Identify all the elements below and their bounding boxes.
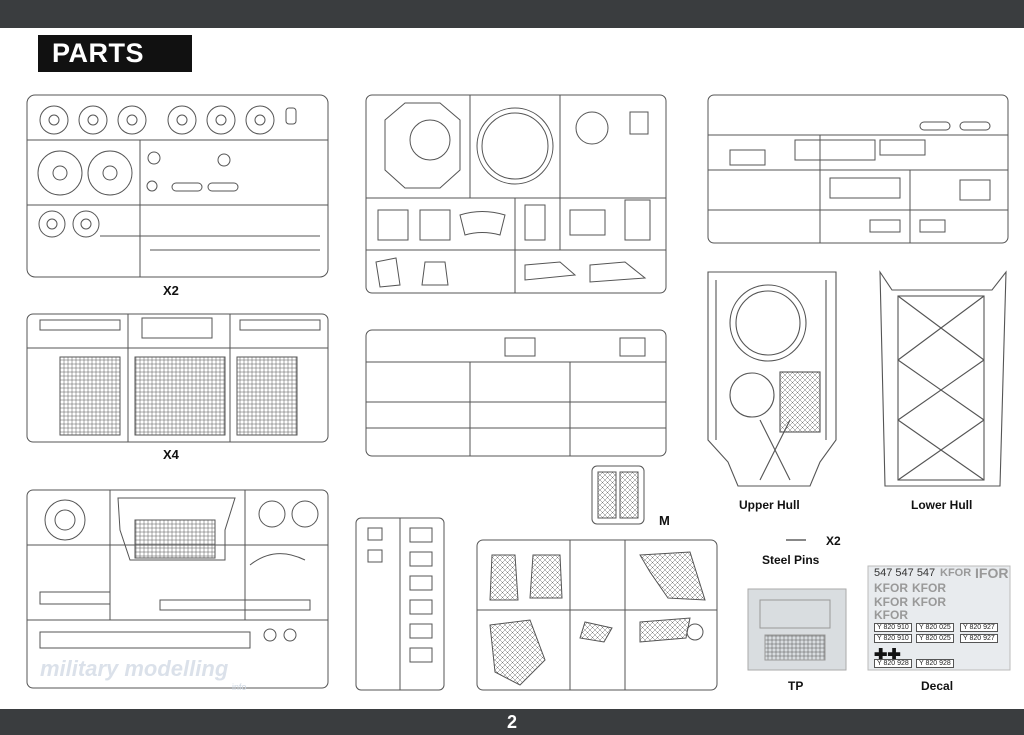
sprue-m-label: M [659,513,670,528]
steel-pins-qty: X2 [826,534,841,548]
watermark-sub: info [232,682,247,692]
decal-numbers: 547 547 547 [874,567,936,579]
decal-plate-3: Y 820 927 [960,623,998,632]
qty-label-wheels: X2 [163,283,179,298]
decal-kfor-4: KFOR [874,595,908,609]
sprue-track-links [26,313,329,443]
decal-plate-1: Y 820 910 [874,623,912,632]
lower-hull-label: Lower Hull [911,498,973,512]
decal-plate-2: Y 820 025 [916,623,954,632]
decal-kfor-5: KFOR [912,595,946,609]
sprue-detail-parts [365,329,667,457]
sprue-m [591,465,645,525]
top-bar [0,0,1024,28]
watermark-text: military modelling [40,656,229,681]
bottom-bar [0,709,1024,735]
decal-ifor: IFOR [975,565,1009,581]
decal-plate-4: Y 820 910 [874,634,912,643]
decal-kfor-1: KFOR [940,567,972,579]
sprue-turret [365,94,667,294]
decal-label: Decal [921,679,954,693]
sprue-figures [476,539,718,691]
decal-sheet [867,565,1011,671]
decal-plate-8: Y 820 928 [916,659,954,668]
upper-hull [707,271,837,487]
qty-label-tracks: X4 [163,447,179,462]
decal-kfor-6: KFOR [874,608,908,622]
sprue-small-parts [707,94,1009,244]
tp-photo-etch [747,588,847,671]
tp-label: TP [788,679,804,693]
decal-kfor-2: KFOR [874,581,908,595]
upper-hull-label: Upper Hull [739,498,800,512]
decal-plate-5: Y 820 025 [916,634,954,643]
steel-pins-label: Steel Pins [762,553,820,567]
sprue-wheels [26,94,329,278]
sprue-clear [355,517,445,691]
decal-kfor-3: KFOR [912,581,946,595]
page-number: 2 [506,712,517,732]
decal-plate-6: Y 820 927 [960,634,998,643]
title-box [38,35,192,72]
page-title: PARTS [52,38,145,68]
lower-hull [879,270,1007,487]
decal-plate-7: Y 820 928 [874,659,912,668]
sprue-a [26,489,329,689]
